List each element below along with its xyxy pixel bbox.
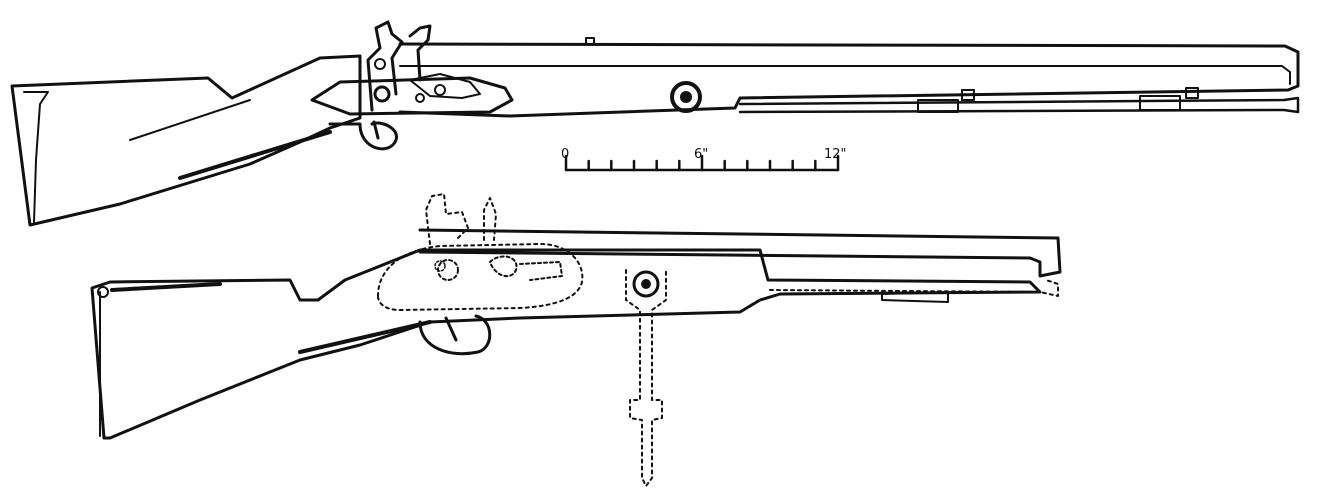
upper-musket-lockplate	[310, 76, 514, 116]
upper-musket-band-1	[961, 89, 975, 101]
upper-musket-sight	[585, 37, 595, 45]
upper-musket-barrel-line	[399, 65, 1291, 85]
lower-carbine-cock-dotted	[425, 193, 469, 245]
lower-carbine-ramrod-dotted	[769, 279, 1059, 297]
upper-musket-ramrod-pipe-2	[1139, 95, 1181, 111]
lower-carbine-sling-swivel	[632, 270, 660, 298]
upper-musket	[10, 20, 1300, 227]
upper-musket-barrel	[398, 42, 1300, 118]
lower-carbine-stock	[90, 248, 1042, 440]
lower-carbine-stock-underline	[298, 320, 432, 354]
lower-carbine-comb-line	[110, 282, 222, 292]
upper-musket-frizzen	[408, 24, 432, 82]
lower-carbine-sling-bar-dotted	[625, 269, 667, 487]
lower-carbine-ramrod-pipe	[881, 291, 949, 303]
scale-label-6: 6"	[694, 147, 708, 162]
scale-label-12: 12"	[824, 147, 847, 162]
upper-musket-cock-screw	[373, 85, 391, 103]
upper-musket-buttplate-line	[23, 91, 49, 223]
upper-musket-trigger-guard	[328, 121, 398, 151]
lower-carbine	[90, 193, 1062, 487]
lower-carbine-butt-screw	[97, 286, 109, 298]
lower-carbine-lock-screw-dotted	[437, 259, 459, 281]
lower-carbine-frizzen-dotted	[483, 197, 497, 241]
upper-musket-band-2	[1185, 87, 1199, 99]
upper-musket-ramrod-pipe-1	[917, 99, 959, 113]
lower-carbine-trigger-guard	[418, 314, 492, 356]
scale-bar	[564, 154, 840, 172]
lower-carbine-barrel-line	[419, 251, 1031, 259]
upper-musket-lock-spring	[409, 73, 481, 99]
upper-musket-cock	[366, 20, 404, 112]
upper-musket-trigger	[372, 120, 380, 140]
upper-musket-wrist-line	[129, 99, 251, 141]
lower-carbine-lockplate-dotted	[377, 243, 584, 311]
scale-label-0: 0	[561, 147, 569, 162]
lower-carbine-trigger	[444, 316, 458, 342]
upper-musket-sling-swivel	[670, 81, 702, 113]
upper-musket-stock-underline	[178, 130, 332, 180]
scale-ticks	[564, 154, 840, 172]
upper-musket-ramrod	[738, 96, 1300, 114]
